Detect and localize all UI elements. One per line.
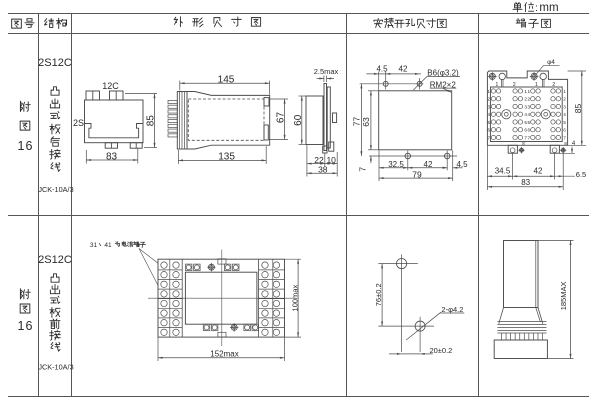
svg-text:7: 7 — [528, 135, 531, 140]
svg-text:83: 83 — [521, 178, 530, 187]
svg-text:4: 4 — [572, 141, 576, 147]
svg-text:20±0.2: 20±0.2 — [429, 346, 452, 355]
svg-text:6: 6 — [487, 128, 490, 133]
svg-text:76±0.2: 76±0.2 — [374, 283, 383, 306]
svg-text:B6(φ3.2): B6(φ3.2) — [427, 69, 459, 78]
svg-text:JCK-10A/3: JCK-10A/3 — [38, 185, 73, 194]
svg-text:31: 31 — [90, 242, 98, 249]
svg-text:60: 60 — [293, 114, 304, 126]
svg-text:67: 67 — [276, 112, 287, 124]
svg-text:1: 1 — [487, 89, 490, 94]
svg-text:6.5: 6.5 — [576, 170, 586, 179]
svg-text:4: 4 — [487, 112, 490, 117]
svg-text:22: 22 — [314, 155, 324, 165]
svg-text:42: 42 — [399, 65, 408, 74]
svg-text:100max: 100max — [291, 285, 300, 312]
svg-text:3: 3 — [563, 104, 566, 109]
svg-text:41: 41 — [104, 242, 112, 249]
svg-text:7: 7 — [487, 135, 490, 140]
svg-text:2S: 2S — [73, 118, 84, 128]
svg-text:85: 85 — [573, 104, 583, 114]
svg-text:32.5: 32.5 — [388, 160, 404, 169]
svg-text:4: 4 — [563, 112, 566, 117]
svg-text:JCK-10A/3: JCK-10A/3 — [38, 363, 73, 372]
svg-text:135: 135 — [218, 151, 235, 162]
svg-text:7: 7 — [563, 135, 566, 140]
svg-text:4: 4 — [524, 112, 527, 117]
svg-text:3: 3 — [487, 104, 490, 109]
svg-text:77: 77 — [352, 117, 362, 127]
svg-text:2: 2 — [487, 97, 490, 102]
svg-text:7: 7 — [357, 167, 367, 172]
svg-text:38: 38 — [318, 165, 328, 175]
svg-text:8: 8 — [522, 141, 525, 146]
svg-text:1: 1 — [524, 89, 527, 94]
svg-text:152max: 152max — [210, 350, 238, 359]
svg-text:83: 83 — [106, 152, 118, 163]
svg-text:1: 1 — [563, 89, 566, 94]
svg-text:4.5: 4.5 — [456, 160, 468, 169]
svg-text::: : — [535, 2, 538, 14]
svg-text:4.5: 4.5 — [376, 65, 388, 74]
svg-text:16: 16 — [18, 319, 34, 333]
svg-text:12C: 12C — [102, 81, 119, 91]
svg-text:1: 1 — [528, 89, 531, 94]
svg-text:10: 10 — [326, 155, 336, 165]
svg-text:mm: mm — [539, 2, 558, 14]
svg-text:5: 5 — [487, 120, 490, 125]
svg-text:34.5: 34.5 — [495, 167, 511, 176]
svg-text:2: 2 — [552, 82, 555, 88]
svg-text:RM2×2: RM2×2 — [430, 81, 457, 90]
svg-text:5: 5 — [563, 120, 566, 125]
svg-text:2-φ4.2: 2-φ4.2 — [441, 305, 463, 314]
svg-text:63: 63 — [361, 117, 371, 127]
svg-text:7: 7 — [524, 135, 527, 140]
svg-text:3: 3 — [524, 104, 527, 109]
svg-text:42: 42 — [424, 160, 433, 169]
svg-text:3: 3 — [528, 104, 531, 109]
svg-text:φ4: φ4 — [547, 59, 555, 66]
svg-text:2: 2 — [513, 82, 516, 88]
svg-text:5: 5 — [524, 120, 527, 125]
svg-text:145: 145 — [218, 75, 235, 86]
svg-text:79: 79 — [412, 169, 422, 179]
svg-text:2: 2 — [563, 97, 566, 102]
svg-text:2: 2 — [528, 97, 531, 102]
svg-text:6: 6 — [524, 128, 527, 133]
svg-text:185MAX: 185MAX — [559, 282, 568, 311]
svg-text:4: 4 — [528, 112, 531, 117]
svg-text:6: 6 — [528, 128, 531, 133]
svg-text:2S12C: 2S12C — [38, 57, 72, 69]
svg-text:1: 1 — [496, 82, 499, 88]
svg-text:16: 16 — [18, 139, 34, 153]
svg-text:8: 8 — [564, 141, 567, 146]
svg-text:2: 2 — [524, 97, 527, 102]
svg-text:1: 1 — [535, 82, 538, 88]
svg-text:85: 85 — [146, 115, 157, 127]
svg-text:5: 5 — [528, 120, 531, 125]
svg-text:6: 6 — [563, 128, 566, 133]
svg-text:2.5max: 2.5max — [314, 67, 339, 76]
svg-text:42: 42 — [534, 167, 543, 176]
svg-text:2S12C: 2S12C — [38, 254, 72, 266]
